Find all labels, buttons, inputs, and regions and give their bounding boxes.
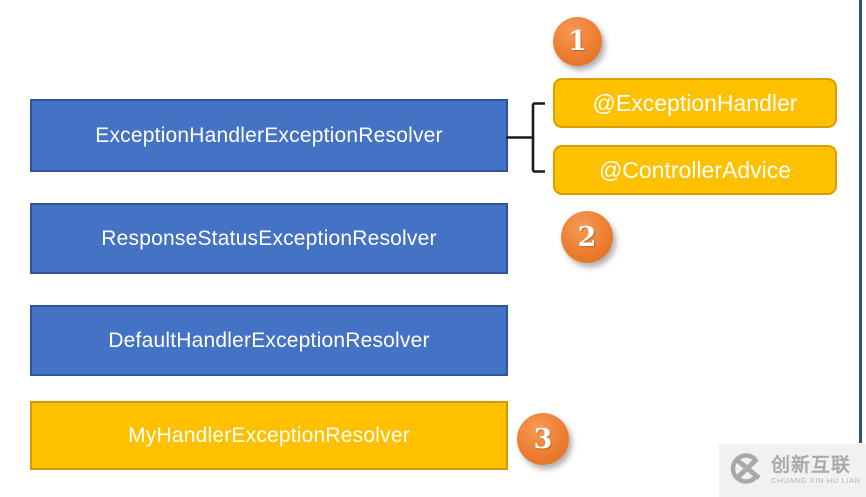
- resolver-box-response-status-exception-resolver: ResponseStatusExceptionResolver: [30, 203, 508, 274]
- cx-circle-x-icon: [729, 450, 766, 492]
- resolver-box-label: ExceptionHandlerExceptionResolver: [95, 123, 443, 147]
- annotation-pill-controller-advice: @ControllerAdvice: [553, 145, 837, 195]
- resolver-box-label: DefaultHandlerExceptionResolver: [108, 328, 430, 352]
- step-badge-2: 2: [561, 211, 613, 263]
- step-badge-number: 3: [533, 423, 553, 455]
- annotation-label: @ExceptionHandler: [592, 89, 798, 116]
- bracket-connector: [506, 102, 545, 173]
- resolver-box-exception-handler-exception-resolver: ExceptionHandlerExceptionResolver: [30, 99, 508, 172]
- watermark-brand-name: 创新互联: [771, 454, 852, 477]
- annotation-label: @ControllerAdvice: [598, 156, 792, 183]
- resolver-box-default-handler-exception-resolver: DefaultHandlerExceptionResolver: [30, 305, 508, 376]
- watermark-brand-subtitle: CHUANG XIN HU LIAN: [771, 476, 861, 486]
- step-badge-number: 2: [577, 221, 597, 253]
- step-badge-number: 1: [568, 26, 587, 57]
- step-badge-1: 1: [553, 17, 602, 66]
- resolver-box-label: MyHandlerExceptionResolver: [128, 423, 410, 447]
- resolver-box-my-handler-exception-resolver: MyHandlerExceptionResolver: [30, 401, 508, 470]
- watermark-text-block: 创新互联 CHUANG XIN HU LIAN: [771, 454, 861, 486]
- right-accent-line: [859, 0, 862, 443]
- watermark-logo: 创新互联 CHUANG XIN HU LIAN: [719, 444, 866, 497]
- annotation-pill-exception-handler: @ExceptionHandler: [553, 78, 837, 128]
- resolver-box-label: ResponseStatusExceptionResolver: [101, 226, 437, 250]
- step-badge-3: 3: [517, 413, 569, 465]
